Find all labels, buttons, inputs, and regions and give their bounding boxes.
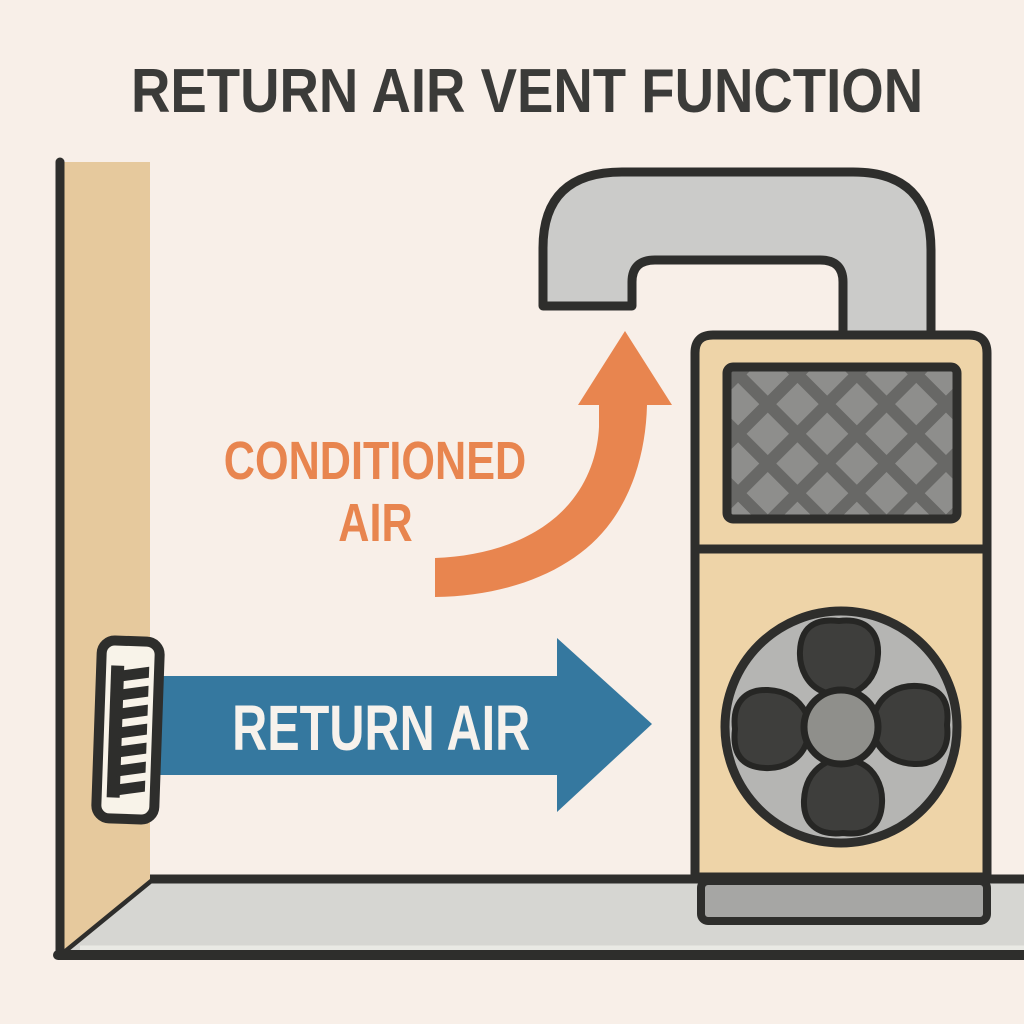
return-air-arrow — [150, 638, 652, 812]
air-filter-grille — [722, 362, 962, 524]
wall — [62, 162, 150, 951]
conditioned-air-arrow — [435, 331, 672, 597]
hvac-unit-base — [697, 877, 991, 925]
return-air-vent — [91, 635, 165, 825]
return-air-label: RETURN AIR — [231, 692, 531, 764]
supply-duct — [538, 167, 936, 346]
conditioned-air-label: CONDITIONED AIR — [223, 431, 527, 553]
vent-louvers — [106, 665, 150, 798]
page-title: RETURN AIR VENT FUNCTION — [130, 57, 924, 126]
fan-hub — [800, 686, 882, 768]
